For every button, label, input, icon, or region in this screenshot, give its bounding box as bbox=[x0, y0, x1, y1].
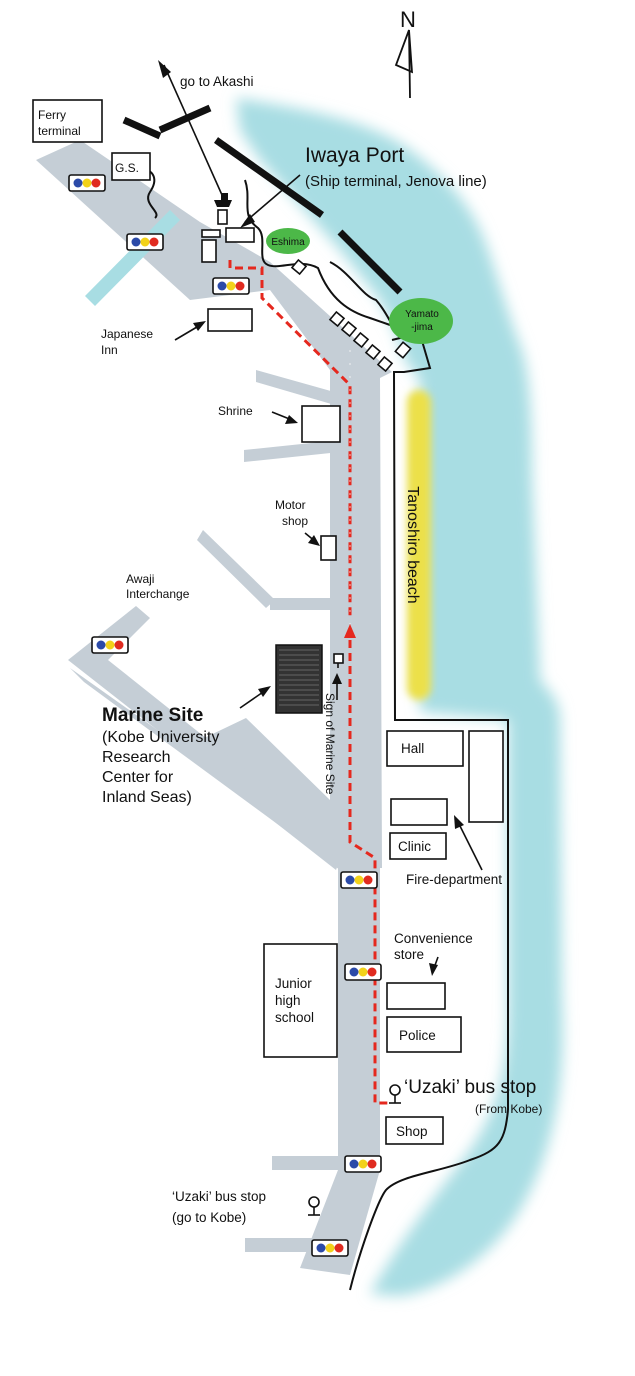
japanese-inn-label-2: Inn bbox=[101, 343, 118, 357]
police-label: Police bbox=[399, 1028, 436, 1043]
traffic-signal-icon bbox=[344, 1155, 382, 1173]
marine-site-subtitle-1: (Kobe University bbox=[102, 729, 219, 746]
eshima-island bbox=[266, 228, 310, 254]
uzaki-bus-stop-to-kobe-subtitle: (go to Kobe) bbox=[172, 1210, 246, 1225]
bus-stop-from-kobe-icon bbox=[389, 1084, 401, 1104]
ferry-terminal-label-1: Ferry bbox=[38, 108, 66, 122]
traffic-signal-icon bbox=[311, 1239, 349, 1257]
uzaki-bus-stop-to-kobe-label: ‘Uzaki’ bus stop bbox=[172, 1189, 266, 1204]
traffic-signal-icon bbox=[91, 636, 129, 654]
motor-shop-label-2: shop bbox=[282, 514, 308, 528]
awaji-interchange-label-2: Interchange bbox=[126, 587, 190, 601]
bus-stop-to-kobe-icon bbox=[308, 1196, 320, 1216]
walking-route bbox=[228, 260, 388, 1105]
gas-station-box bbox=[111, 152, 151, 181]
hall-annex-box bbox=[468, 730, 504, 823]
marine-site-label: Marine Site bbox=[102, 705, 203, 726]
iwaya-port-label: Iwaya Port bbox=[305, 144, 404, 167]
tanoshiro-beach-label: Tanoshiro beach bbox=[404, 486, 421, 603]
fire-department-label: Fire-department bbox=[406, 872, 502, 887]
awaji-interchange-label-1: Awaji bbox=[126, 572, 154, 586]
uzaki-bus-stop-from-kobe-subtitle: (From Kobe) bbox=[475, 1102, 542, 1116]
north-label: N bbox=[400, 7, 416, 32]
yamatojima-label-1: Yamato bbox=[405, 309, 439, 320]
sea bbox=[236, 98, 563, 1296]
traffic-signal-icon bbox=[344, 963, 382, 981]
convenience-store-label-1: Convenience bbox=[394, 931, 473, 946]
north-arrow-icon bbox=[394, 29, 414, 99]
route-direction-arrow bbox=[344, 624, 356, 638]
tanoshiro-beach bbox=[407, 390, 431, 700]
yamatojima-island bbox=[389, 298, 453, 344]
traffic-signal-icon bbox=[212, 277, 250, 295]
shop-box bbox=[385, 1116, 444, 1145]
convenience-store-label-2: store bbox=[394, 947, 424, 962]
marine-site-building bbox=[275, 644, 323, 714]
iwaya-port-subtitle: (Ship terminal, Jenova line) bbox=[305, 173, 487, 190]
traffic-signal-icon bbox=[126, 233, 164, 251]
japanese-inn-box bbox=[207, 308, 253, 332]
compass: N bbox=[394, 7, 416, 99]
shop-label: Shop bbox=[396, 1124, 428, 1139]
motor-shop-box bbox=[320, 535, 337, 561]
hall-label: Hall bbox=[401, 741, 424, 756]
traffic-signals bbox=[68, 174, 382, 1257]
sign-of-marine-site-label: Sign of Marine Site bbox=[323, 693, 337, 795]
junior-high-school-box bbox=[263, 943, 338, 1058]
clinic-box bbox=[389, 832, 447, 860]
marine-site-subtitle-4: Inland Seas) bbox=[102, 789, 192, 806]
coastline bbox=[122, 104, 509, 1291]
traffic-signal-icon bbox=[340, 871, 378, 889]
junior-high-label-1: Junior bbox=[275, 976, 312, 991]
clinic-label: Clinic bbox=[398, 839, 431, 854]
ferry-terminal-label-2: terminal bbox=[38, 124, 81, 138]
police-box bbox=[386, 1016, 462, 1053]
uzaki-bus-stop-from-kobe-label: ‘Uzaki’ bus stop bbox=[404, 1077, 536, 1098]
shrine-label: Shrine bbox=[218, 404, 253, 418]
shrine-box bbox=[301, 405, 341, 443]
marine-site-pattern bbox=[279, 649, 319, 706]
convenience-store-box bbox=[386, 982, 446, 1010]
ship-icon bbox=[214, 193, 232, 207]
ferry-terminal-box bbox=[32, 99, 103, 143]
gas-station-label: G.S. bbox=[115, 161, 139, 175]
fire-department-box bbox=[390, 798, 448, 826]
traffic-signal-icon bbox=[68, 174, 106, 192]
marine-site-subtitle-2: Research bbox=[102, 749, 170, 766]
eshima-label: Eshima bbox=[271, 237, 305, 248]
marine-site-subtitle-3: Center for bbox=[102, 769, 174, 786]
marine-site-sign-icon bbox=[333, 653, 344, 664]
junior-high-label-2: high bbox=[275, 993, 301, 1008]
hall-box bbox=[386, 730, 464, 767]
yamatojima-label-2: -jima bbox=[411, 322, 433, 333]
motor-shop-label-1: Motor bbox=[275, 498, 306, 512]
japanese-inn-label-1: Japanese bbox=[101, 327, 153, 341]
junior-high-label-3: school bbox=[275, 1010, 314, 1025]
go-to-akashi-label: go to Akashi bbox=[180, 74, 254, 89]
